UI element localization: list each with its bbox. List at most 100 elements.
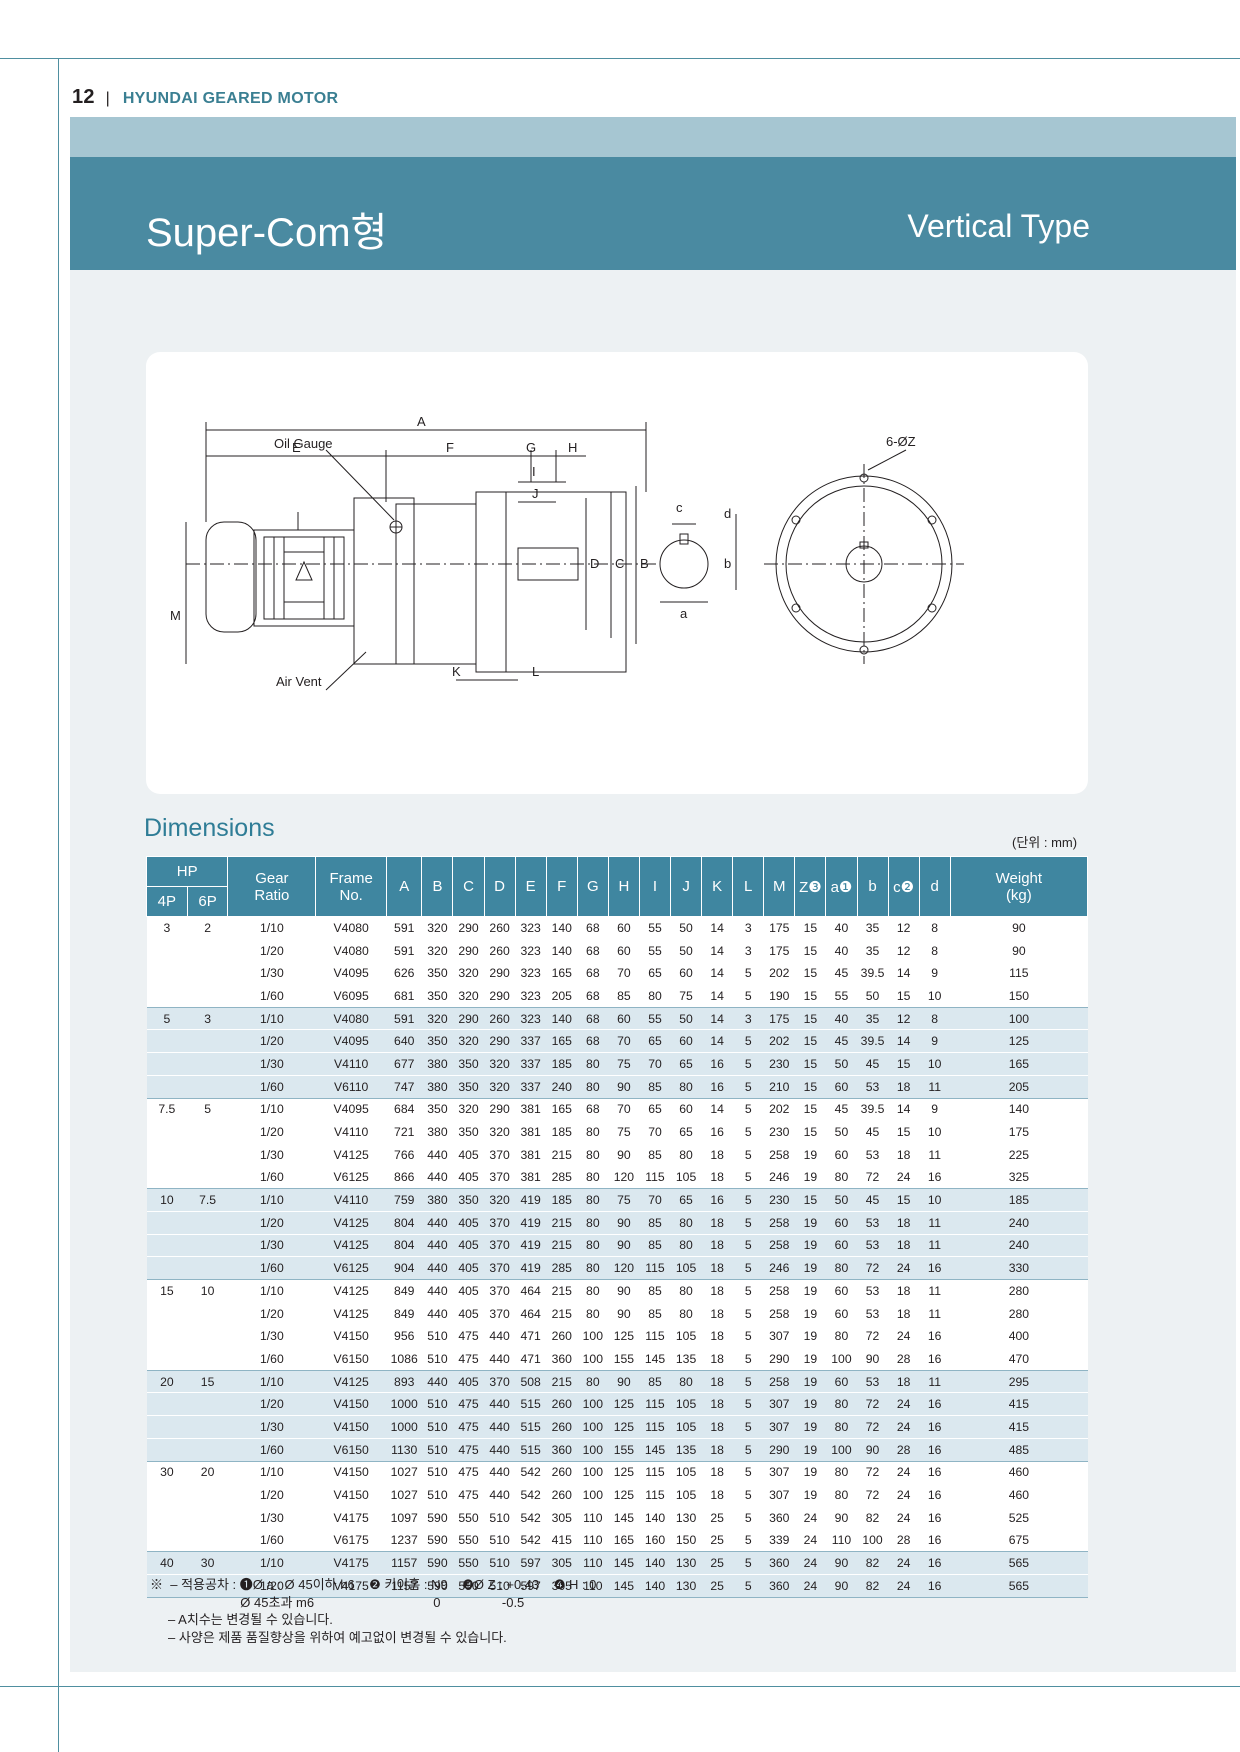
cell-dim: 849: [386, 1302, 422, 1326]
cell-dim: 15: [794, 939, 826, 963]
cell-dim: 14: [888, 1098, 920, 1122]
cell-dim: 370: [484, 1302, 516, 1326]
cell-dim: 440: [421, 1302, 453, 1326]
cell-frame-no: V4150: [315, 1324, 387, 1349]
cell-frame-no: V4095: [315, 1098, 387, 1122]
cell-dim: 320: [452, 984, 485, 1008]
cell-frame-no: V4080: [315, 916, 387, 940]
cell-dim: 68: [577, 1007, 609, 1031]
cell-dim: 16: [919, 1574, 951, 1598]
cell-dim: 258: [763, 1370, 795, 1394]
cell-dim: 590: [421, 1529, 453, 1553]
col-a: A: [386, 856, 423, 917]
cell-gear-ratio: 1/30: [227, 1415, 316, 1439]
cell-dim: 339: [763, 1529, 795, 1553]
cell-dim: 18: [888, 1279, 920, 1303]
cell-dim: 681: [386, 984, 422, 1008]
cell-dim: 202: [763, 1098, 795, 1122]
cell-hp-4p: [146, 1211, 188, 1235]
cell-dim: 542: [515, 1506, 547, 1530]
cell-dim: 5: [732, 1392, 764, 1417]
cell-dim: 8: [919, 939, 951, 963]
cell-dim: 60: [825, 1211, 857, 1235]
cell-dim: 18: [888, 1370, 920, 1394]
cell-dim: 90: [608, 1279, 640, 1303]
cell-dim: 766: [386, 1143, 422, 1167]
cell-dim: 350: [452, 1120, 485, 1144]
cell-frame-no: V4150: [315, 1483, 387, 1507]
cell-dim: 50: [857, 984, 889, 1008]
cell-dim: 381: [515, 1098, 547, 1122]
cell-dim: 120: [608, 1166, 640, 1190]
cell-dim: 85: [639, 1143, 671, 1167]
cell-dim: 18: [888, 1211, 920, 1235]
cell-dim: 60: [608, 939, 640, 963]
cell-dim: 130: [670, 1551, 702, 1575]
cell-dim: 80: [825, 1415, 857, 1439]
cell-dim: 5: [732, 1279, 764, 1303]
cell-dim: 590: [421, 1574, 453, 1598]
cell-dim: 11: [919, 1211, 951, 1235]
cell-frame-no: V4125: [315, 1279, 387, 1303]
cell-weight: 240: [950, 1234, 1088, 1258]
label-c-small: c: [676, 500, 683, 515]
cell-dim: 72: [857, 1256, 889, 1280]
cell-dim: 10: [919, 1052, 951, 1076]
cell-frame-no: V6150: [315, 1438, 387, 1462]
cell-dim: 1157: [386, 1551, 422, 1575]
cell-dim: 230: [763, 1052, 795, 1076]
cell-dim: 1000: [386, 1392, 422, 1417]
cell-dim: 175: [763, 1007, 795, 1031]
cell-dim: 45: [825, 961, 857, 986]
cell-dim: 65: [639, 1029, 671, 1054]
cell-dim: 475: [452, 1438, 485, 1462]
cell-dim: 50: [825, 1052, 857, 1076]
cell-dim: 15: [794, 961, 826, 986]
cell-gear-ratio: 1/10: [227, 1370, 316, 1394]
col-6p: 6P: [186, 886, 229, 917]
cell-hp-6p: [187, 1256, 228, 1280]
cell-dim: 246: [763, 1166, 795, 1190]
cell-hp-6p: [187, 1347, 228, 1371]
cell-frame-no: V4150: [315, 1415, 387, 1439]
cell-dim: 80: [577, 1188, 609, 1212]
cell-dim: 16: [919, 1256, 951, 1280]
cell-dim: 597: [515, 1551, 547, 1575]
col-b-small: b: [856, 856, 889, 917]
cell-gear-ratio: 1/20: [227, 1120, 316, 1144]
cell-dim: 15: [888, 984, 920, 1008]
cell-hp-6p: [187, 1506, 228, 1530]
cell-dim: 5: [732, 1302, 764, 1326]
cell-dim: 70: [639, 1188, 671, 1212]
cell-dim: 542: [515, 1483, 547, 1507]
cell-dim: 80: [639, 984, 671, 1008]
cell-dim: 440: [421, 1234, 453, 1258]
cell-dim: 320: [421, 939, 453, 963]
cell-dim: 70: [608, 1098, 640, 1122]
cell-weight: 400: [950, 1324, 1088, 1349]
cell-weight: 115: [950, 961, 1088, 986]
cell-dim: 510: [421, 1415, 453, 1439]
cell-dim: 19: [794, 1256, 826, 1280]
cell-dim: 464: [515, 1279, 547, 1303]
cell-dim: 45: [857, 1188, 889, 1212]
cell-dim: 115: [639, 1324, 671, 1349]
cell-dim: 866: [386, 1166, 422, 1190]
cell-dim: 18: [701, 1415, 733, 1439]
cell-gear-ratio: 1/10: [227, 1461, 316, 1485]
cell-dim: 85: [639, 1234, 671, 1258]
cell-dim: 60: [670, 1029, 702, 1054]
cell-dim: 75: [608, 1120, 640, 1144]
cell-dim: 110: [577, 1551, 609, 1575]
cell-dim: 80: [670, 1075, 702, 1099]
cell-hp-4p: 30: [146, 1461, 188, 1485]
cell-dim: 80: [577, 1279, 609, 1303]
cell-dim: 60: [608, 1007, 640, 1031]
cell-dim: 510: [421, 1438, 453, 1462]
